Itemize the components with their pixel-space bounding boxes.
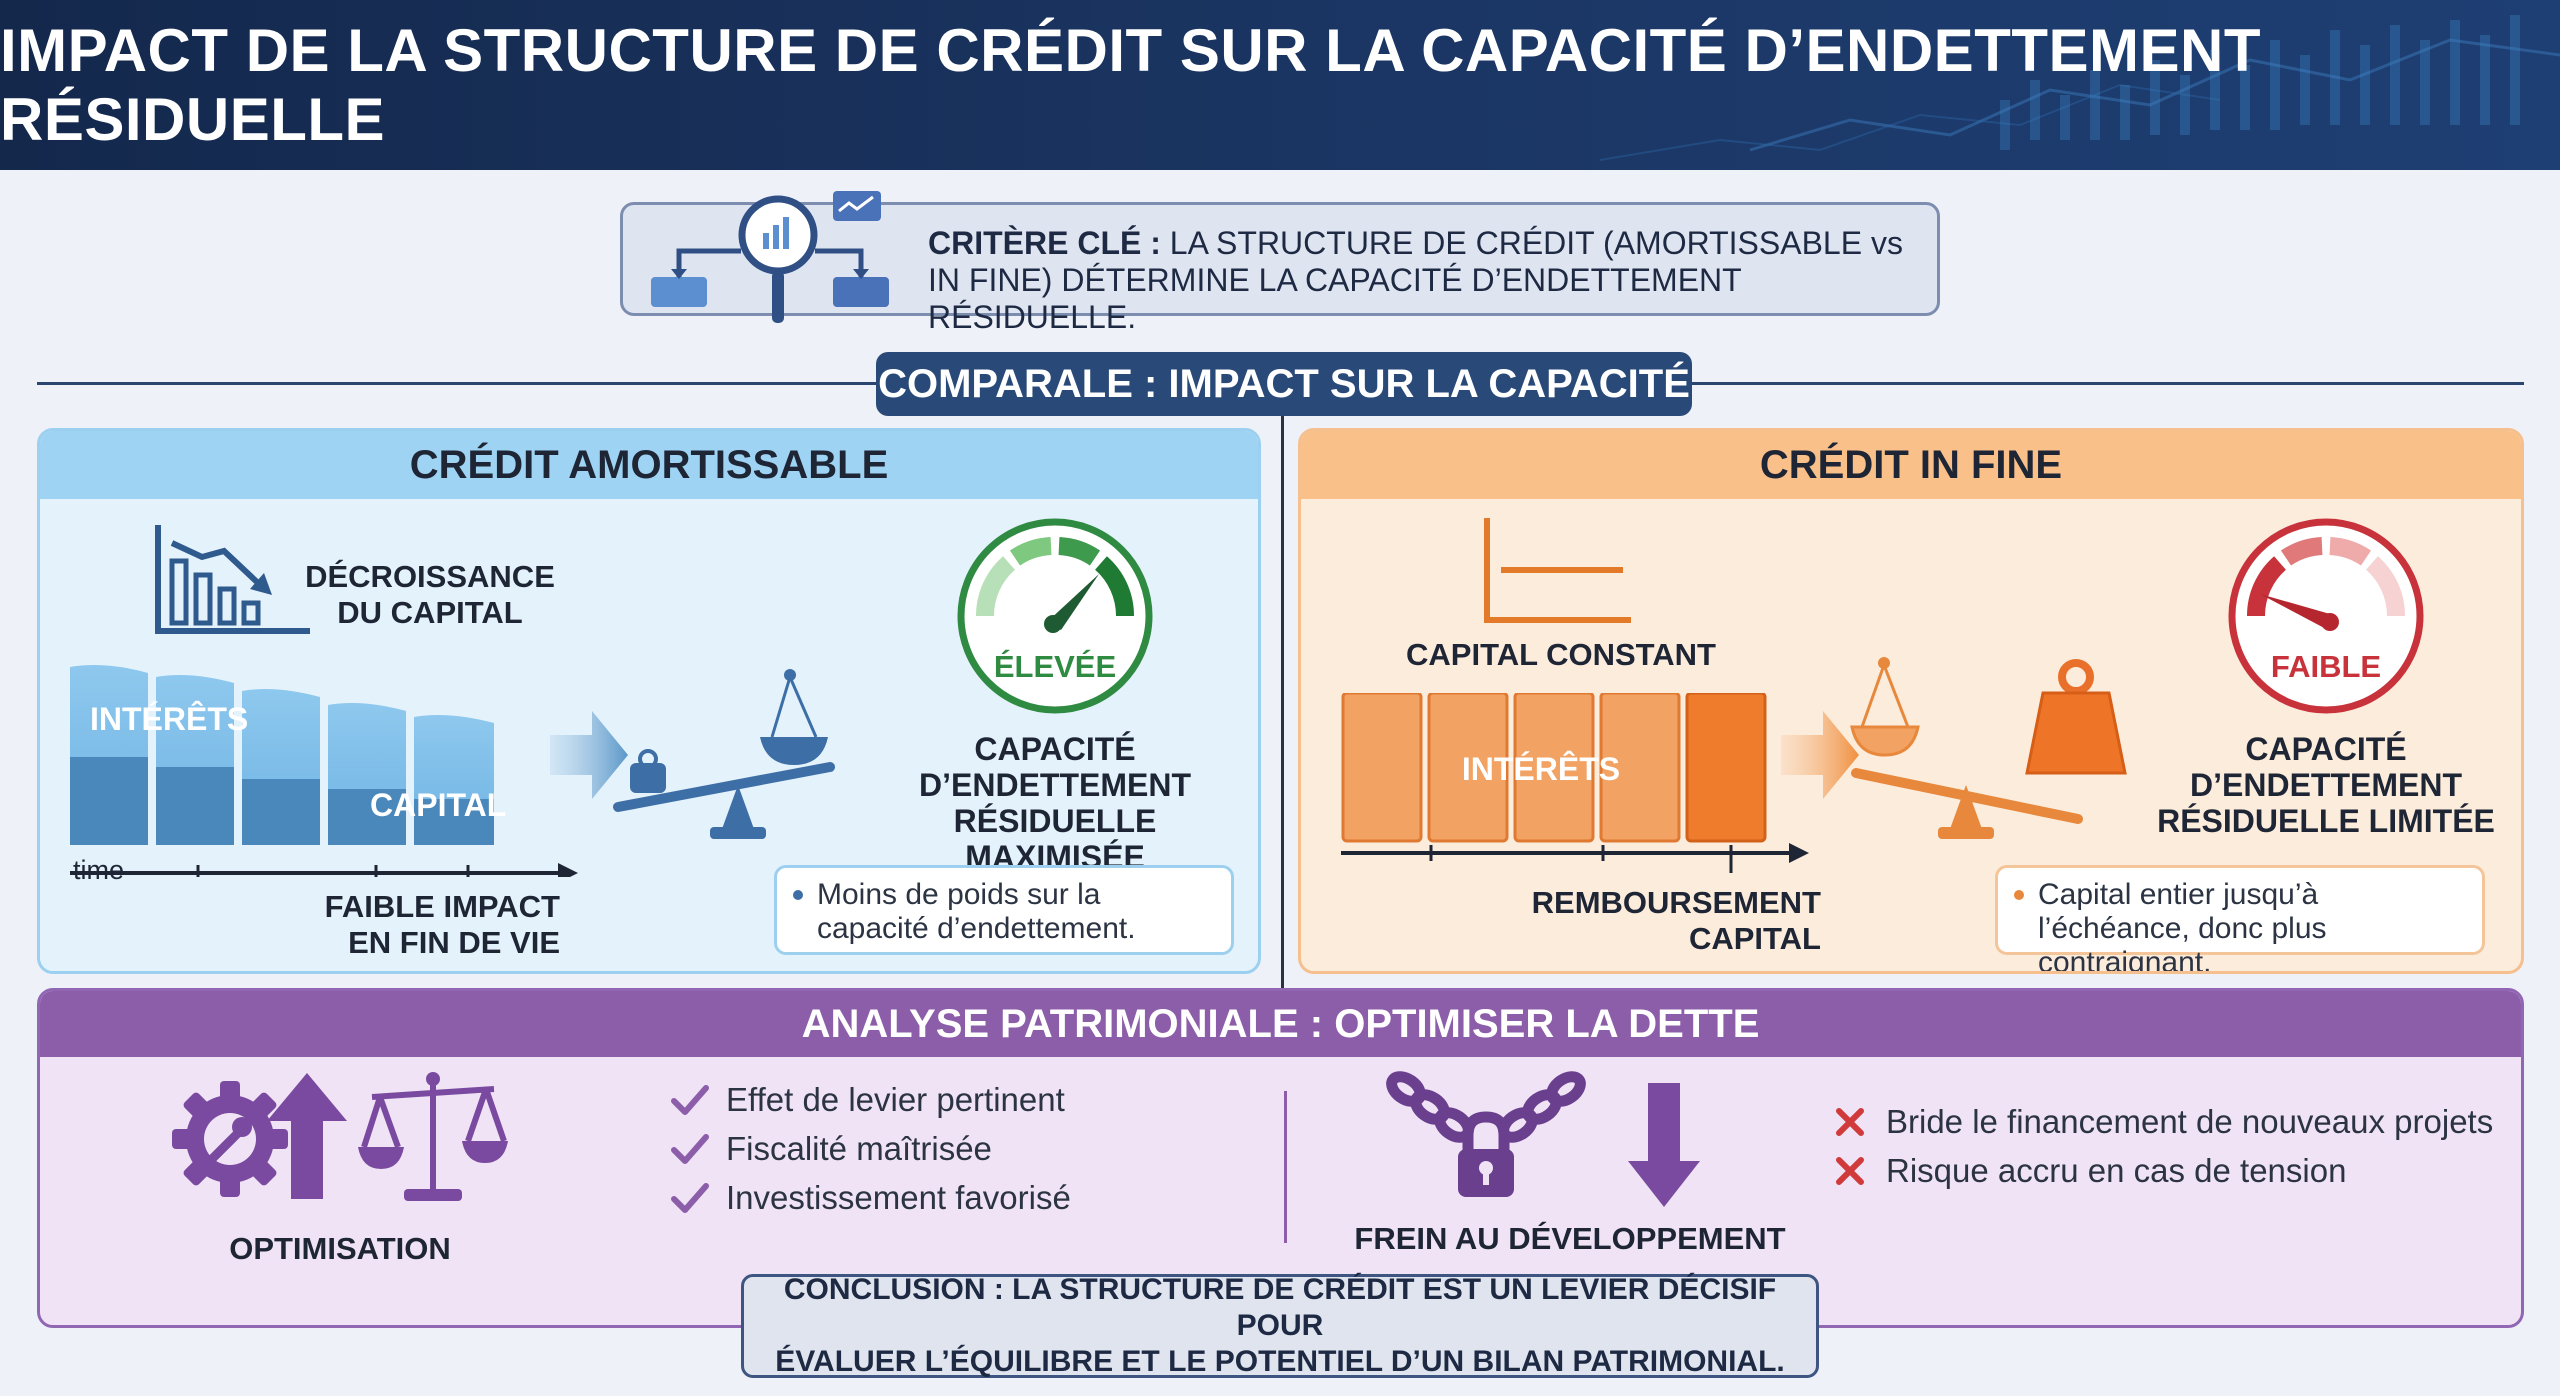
center-divider <box>1281 416 1284 988</box>
conclusion-box: CONCLUSION : LA STRUCTURE DE CRÉDIT EST … <box>741 1273 1819 1378</box>
note-in-fine: Capital entier jusqu’à l’échéance, donc … <box>1995 865 2485 971</box>
list-item: Fiscalité maîtrisée <box>670 1124 1071 1173</box>
note-amortissable-text: Moins de poids sur la capacité d’endette… <box>817 878 1136 945</box>
flat-line-chart-icon <box>1484 518 1631 623</box>
criterion-text: CRITÈRE CLÉ : LA STRUCTURE DE CRÉDIT (AM… <box>928 225 1928 336</box>
list-item: Risque accru en cas de tension <box>1830 1146 2493 1195</box>
analysis-divider <box>1284 1091 1287 1243</box>
brake-label: FREIN AU DÉVELOPPEMENT <box>1354 1221 1786 1256</box>
check-icon <box>671 1134 709 1164</box>
chain-padlock-icon <box>1386 1071 1586 1197</box>
in-fine-bars <box>1341 693 1809 873</box>
capacity-maximized-label: CAPACITÉ D’ENDETTEMENT RÉSIDUELLE MAXIMI… <box>919 731 1191 875</box>
pro-item-text: Investissement favorisé <box>726 1179 1071 1216</box>
capacity-limited-label: CAPACITÉ D’ENDETTEMENT RÉSIDUELLE LIMITÉ… <box>2157 731 2495 839</box>
arrow-down-icon <box>1628 1083 1700 1207</box>
bullet-dot <box>793 890 803 900</box>
key-criterion-box: CRITÈRE CLÉ : LA STRUCTURE DE CRÉDIT (AM… <box>620 191 1940 335</box>
criterion-body: LA STRUCTURE DE CRÉDIT (AMORTISSABLE vs … <box>928 225 1903 335</box>
capital-decline-label: DÉCROISSANCE DU CAPITAL <box>305 559 555 630</box>
amortization-bars <box>70 665 578 877</box>
justice-scale-icon <box>358 1072 508 1201</box>
check-icon <box>671 1085 709 1115</box>
divider-line-left <box>37 382 876 385</box>
balance-scale-icon <box>613 669 835 839</box>
optimisation-label: OPTIMISATION <box>229 1231 451 1266</box>
list-item: Effet de levier pertinent <box>670 1075 1071 1124</box>
page-title: IMPACT DE LA STRUCTURE DE CRÉDIT SUR LA … <box>0 17 2261 153</box>
capital-repayment-label: REMBOURSEMENT CAPITAL <box>1531 885 1821 956</box>
time-axis-label: time <box>73 855 125 885</box>
end-impact-label: FAIBLE IMPACT EN FIN DE VIE <box>324 889 560 960</box>
conclusion-text: CONCLUSION : LA STRUCTURE DE CRÉDIT EST … <box>775 1273 1785 1378</box>
arrow-up-icon <box>267 1073 347 1199</box>
divider-line-right <box>1692 382 2524 385</box>
panel-title-in-fine: CRÉDIT IN FINE <box>1301 431 2521 499</box>
panel-credit-amortissable: CRÉDIT AMORTISSABLE DÉCROISSANCE DU CAPI… <box>37 428 1261 974</box>
header-banner: IMPACT DE LA STRUCTURE DE CRÉDIT SUR LA … <box>0 0 2560 170</box>
con-item-text: Risque accru en cas de tension <box>1886 1152 2347 1189</box>
interest-label-in-fine: INTÉRÊTS <box>1461 751 1621 787</box>
arrow-right-icon <box>1781 711 1859 799</box>
gauge-level-label: ÉLEVÉE <box>993 649 1117 684</box>
balance-scale-icon <box>1850 657 2083 839</box>
gauge-level-label-in-fine: FAIBLE <box>2270 649 2382 684</box>
comparison-title: COMPARALE : IMPACT SUR LA CAPACITÉ <box>876 352 1692 416</box>
cons-list: Bride le financement de nouveaux projets… <box>1830 1097 2493 1195</box>
note-amortissable: Moins de poids sur la capacité d’endette… <box>774 865 1234 955</box>
high-capacity-gauge-icon <box>957 518 1153 714</box>
cross-icon <box>1836 1157 1864 1185</box>
magnifier-chart-flow-icon <box>651 191 889 323</box>
low-capacity-gauge-icon <box>2228 518 2424 714</box>
kettlebell-weight-icon <box>2025 659 2127 775</box>
stock-chart-decoration <box>1599 15 2560 161</box>
note-in-fine-text: Capital entier jusqu’à l’échéance, donc … <box>2038 878 2327 974</box>
pro-item-text: Effet de levier pertinent <box>726 1081 1065 1118</box>
declining-bar-chart-icon <box>155 525 310 634</box>
con-item-text: Bride le financement de nouveaux projets <box>1886 1103 2494 1140</box>
interest-label: INTÉRÊTS <box>90 701 249 737</box>
analysis-section: ANALYSE PATRIMONIALE : OPTIMISER LA DETT… <box>37 988 2524 1328</box>
pros-list: Effet de levier pertinent Fiscalité maît… <box>670 1075 1071 1222</box>
panel-title-amortissable: CRÉDIT AMORTISSABLE <box>40 431 1258 499</box>
pro-item-text: Fiscalité maîtrisée <box>726 1130 992 1167</box>
check-icon <box>671 1183 709 1213</box>
arrow-right-icon <box>550 711 628 799</box>
gear-wrench-icon <box>172 1081 288 1197</box>
capital-constant-label: CAPITAL CONSTANT <box>1406 637 1716 672</box>
capital-label: CAPITAL <box>370 787 507 823</box>
cross-icon <box>1836 1108 1864 1136</box>
bullet-dot <box>2014 890 2024 900</box>
panel-credit-in-fine: CRÉDIT IN FINE CAPITAL CONSTANT INTÉRÊTS… <box>1298 428 2524 974</box>
list-item: Bride le financement de nouveaux projets <box>1830 1097 2493 1146</box>
analysis-title: ANALYSE PATRIMONIALE : OPTIMISER LA DETT… <box>40 991 2521 1057</box>
list-item: Investissement favorisé <box>670 1173 1071 1222</box>
criterion-label: CRITÈRE CLÉ : <box>928 225 1161 261</box>
